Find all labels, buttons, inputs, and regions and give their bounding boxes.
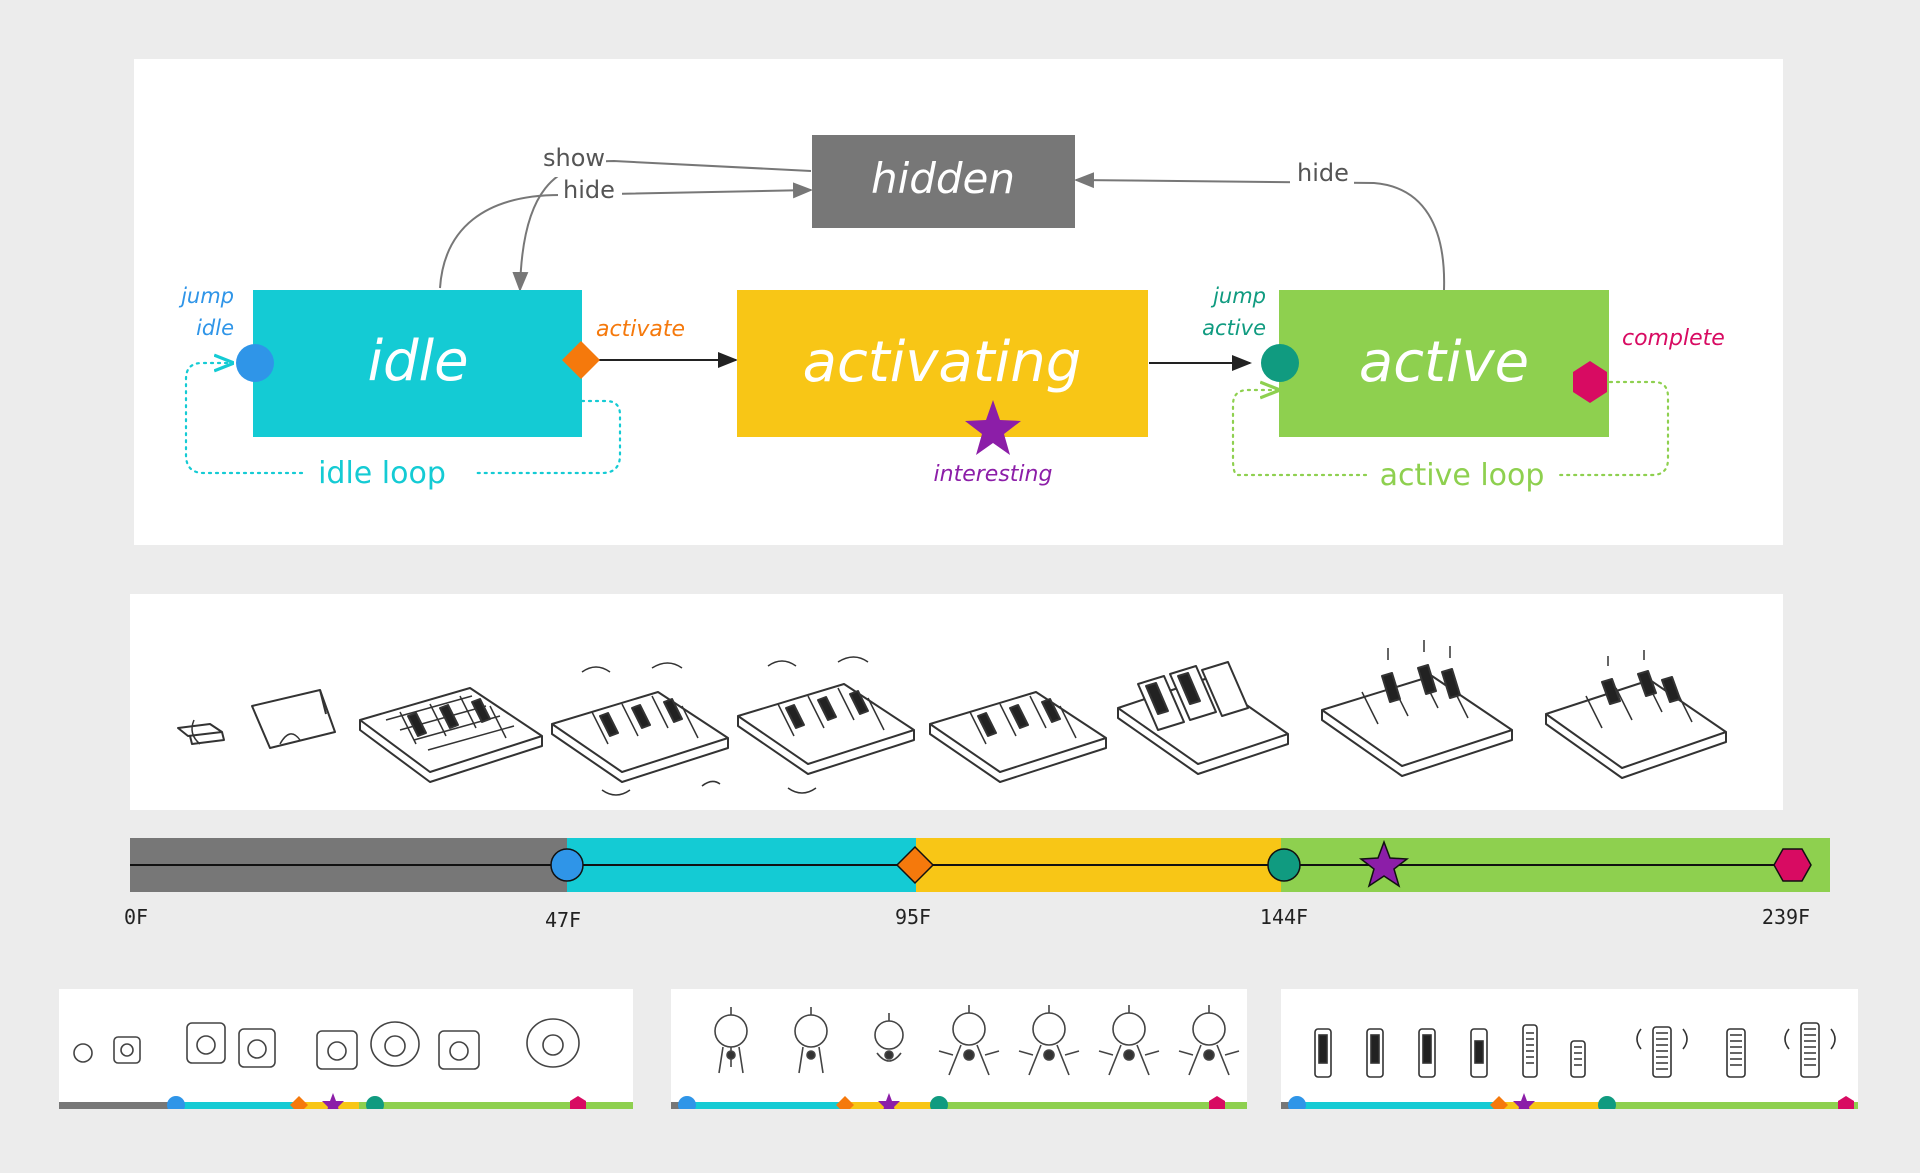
mini-jump-active-icon: [366, 1096, 384, 1109]
mini-jump-idle-icon: [167, 1096, 185, 1109]
hide-label-active: hide: [1297, 159, 1349, 187]
sketch-frame-8: [1321, 640, 1513, 777]
sketch-frame-6: [929, 691, 1107, 783]
jump-active-label-1: jump: [1210, 284, 1266, 308]
idle-loop-path-right: [472, 399, 622, 475]
hide-label-idle: hide: [563, 176, 615, 204]
activate-diamond-icon: [562, 341, 600, 379]
hide-arrow-idle: [439, 182, 813, 289]
timeline-jump-active-icon: [1267, 848, 1301, 882]
hidden-state-label: hidden: [871, 154, 1015, 203]
robot-sketches: [714, 1005, 1240, 1076]
sketch-frame-1: [177, 719, 225, 745]
mini-activate-icon: [290, 1096, 308, 1109]
hide-arrow-active: [1074, 172, 1446, 291]
robot-mini-timeline: [671, 1093, 1247, 1109]
idle-state-box: [253, 290, 582, 437]
timeline-activate-icon: [895, 845, 935, 885]
active-state-box: [1279, 290, 1609, 437]
complete-hexagon-icon: [1573, 361, 1607, 403]
battery-mini-timeline: [1281, 1093, 1858, 1109]
speaker-thumbnail-panel: [59, 989, 633, 1109]
complete-label: complete: [1622, 326, 1725, 351]
timeline-jump-idle-icon: [550, 848, 584, 882]
timeline-complete-icon: [1773, 848, 1812, 882]
keyboard-sketches: [177, 640, 1727, 796]
battery-sketches: [1314, 1022, 1836, 1078]
speaker-mini-timeline: [59, 1093, 633, 1109]
sketch-frame-4: [551, 662, 729, 796]
interesting-label: interesting: [934, 462, 1053, 487]
jump-active-label-2: active: [1202, 316, 1266, 340]
hidden-state-box: [812, 135, 1075, 228]
sketch-frame-9: [1545, 650, 1727, 779]
frame-label-239: 239F: [1762, 905, 1810, 929]
jump-idle-circle-icon: [236, 344, 274, 382]
sketch-frame-5: [737, 656, 915, 794]
frame-label-47: 47F: [545, 908, 581, 932]
idle-loop-path-left: [184, 363, 304, 475]
speaker-sketches: [73, 1018, 580, 1070]
frame-timeline: 0F 47F 95F 144F 239F: [110, 826, 1892, 936]
frame-timeline-bar: 0F 47F 95F 144F 239F: [124, 838, 1892, 932]
mini-complete-icon: [570, 1096, 586, 1109]
jump-idle-label-1: jump: [178, 284, 234, 308]
robot-thumbnail-panel: [671, 989, 1247, 1109]
active-loop-path-left: [1231, 390, 1368, 477]
show-label: show: [543, 144, 605, 172]
sketch-frame-3: [359, 687, 543, 783]
state-diagram-panel: show hide hide hidden idle activating ac…: [134, 59, 1783, 545]
battery-thumbnail-panel: [1281, 989, 1858, 1109]
sketch-frame-7: [1117, 661, 1289, 775]
activate-label: activate: [596, 317, 685, 342]
active-loop-label: active loop: [1380, 458, 1545, 493]
state-diagram: show hide hide hidden idle activating ac…: [178, 135, 1725, 493]
frame-label-95: 95F: [895, 905, 931, 929]
frame-label-144: 144F: [1260, 905, 1308, 929]
activating-state-label: activating: [803, 330, 1082, 395]
jump-idle-label-2: idle: [196, 316, 234, 340]
active-loop-path-right: [1556, 380, 1670, 477]
activating-state-box: [737, 290, 1148, 437]
jump-active-circle-icon: [1261, 344, 1299, 382]
active-state-label: active: [1359, 330, 1529, 395]
sketch-frame-2: [251, 689, 336, 749]
idle-state-label: idle: [367, 329, 468, 394]
mini-interesting-icon: [322, 1093, 344, 1109]
interesting-star-icon: [965, 400, 1021, 455]
timeline-interesting-icon: [1358, 839, 1410, 888]
keyboard-sketch-strip: [130, 594, 1783, 810]
idle-loop-label: idle loop: [318, 456, 446, 491]
frame-label-0: 0F: [124, 905, 148, 929]
